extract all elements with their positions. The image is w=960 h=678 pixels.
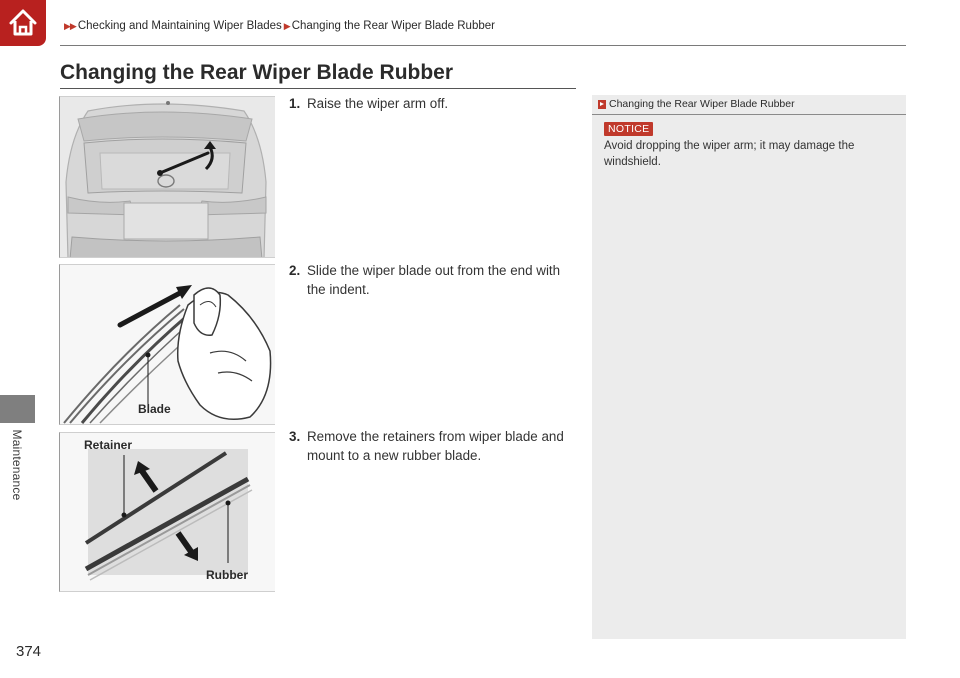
sidebar-panel bbox=[592, 95, 906, 639]
page-title: Changing the Rear Wiper Blade Rubber bbox=[60, 61, 454, 84]
figure-retainer-rubber: Retainer Rubber bbox=[59, 432, 275, 592]
header-divider bbox=[60, 45, 906, 46]
rubber-label: Rubber bbox=[206, 568, 248, 582]
sidebar-text: Avoid dropping the wiper arm; it may dam… bbox=[604, 140, 855, 168]
breadcrumb-arrow-icon: ▶ bbox=[283, 20, 291, 31]
step-item: 2. Slide the wiper blade out from the en… bbox=[289, 261, 581, 299]
step-number: 2. bbox=[289, 263, 301, 278]
retainer-label: Retainer bbox=[84, 438, 132, 452]
section-tab-label: Maintenance bbox=[7, 420, 27, 510]
breadcrumb-item-rear-blade-rubber[interactable]: Changing the Rear Wiper Blade Rubber bbox=[291, 20, 495, 32]
step-number: 3. bbox=[289, 429, 301, 444]
step-item: 3. Remove the retainers from wiper blade… bbox=[289, 427, 581, 465]
step-text: Raise the wiper arm off. bbox=[307, 96, 449, 111]
section-tab-marker[interactable] bbox=[0, 395, 35, 423]
breadcrumb-arrow-icon: ▶▶ bbox=[64, 20, 77, 31]
sidebar-reference-icon bbox=[598, 99, 606, 109]
breadcrumb: ▶▶ Checking and Maintaining Wiper Blades… bbox=[64, 20, 495, 32]
breadcrumb-item-wiper-blades[interactable]: Checking and Maintaining Wiper Blades bbox=[77, 20, 282, 32]
step-item: 1. Raise the wiper arm off. bbox=[289, 94, 581, 113]
sidebar-heading-text: Changing the Rear Wiper Blade Rubber bbox=[609, 98, 795, 110]
step-text: Remove the retainers from wiper blade an… bbox=[307, 429, 564, 463]
step-number: 1. bbox=[289, 96, 301, 111]
page-number: 374 bbox=[16, 643, 42, 660]
title-divider bbox=[60, 88, 576, 89]
sidebar-divider bbox=[592, 114, 906, 115]
figure-rear-vehicle bbox=[59, 96, 275, 258]
section-tab-text: Maintenance bbox=[10, 429, 24, 501]
notice-badge: NOTICE bbox=[604, 122, 654, 136]
sidebar-heading[interactable]: Changing the Rear Wiper Blade Rubber bbox=[598, 98, 795, 110]
figure-slide-blade: Blade bbox=[59, 264, 275, 425]
home-icon bbox=[9, 9, 37, 36]
home-button[interactable] bbox=[0, 0, 46, 46]
blade-label: Blade bbox=[138, 402, 171, 416]
step-text: Slide the wiper blade out from the end w… bbox=[307, 263, 561, 297]
